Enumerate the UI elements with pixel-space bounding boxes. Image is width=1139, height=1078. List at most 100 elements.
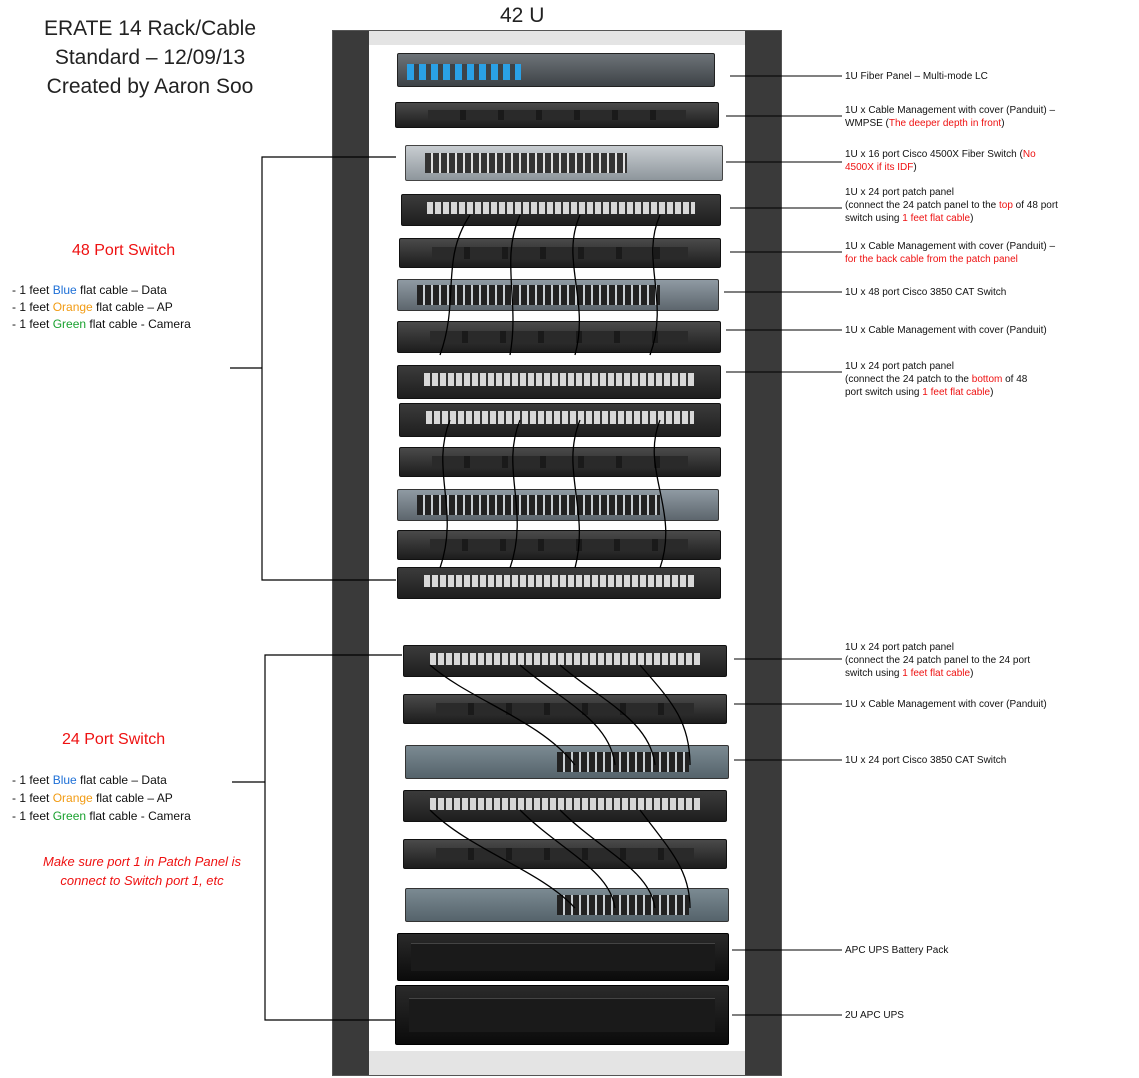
legend-suffix: flat cable – Data (76, 283, 167, 297)
note-highlight: 1 feet flat cable (922, 387, 991, 398)
cable-curve (572, 214, 581, 356)
note-patch-panel-24: 1U x 24 port patch panel (connect the 24… (845, 641, 1030, 680)
cisco-3850-24-port-switch-1 (405, 745, 729, 779)
cable-curve (439, 214, 471, 356)
legend-prefix: - 1 feet (12, 283, 53, 297)
note-text: (connect the 24 patch panel to the (845, 200, 999, 211)
note-line: 1U x 24 port patch panel (845, 642, 954, 653)
note-line: 1U x 24 port patch panel (845, 187, 954, 198)
cable-curve (559, 664, 656, 766)
patch-panel-top-1 (401, 194, 721, 226)
cable-curve (649, 214, 661, 356)
note-line: 1U x Cable Management with cover (Pandui… (845, 105, 1056, 116)
note-highlight: 4500X if its IDF (845, 162, 914, 173)
note-text: switch using (845, 668, 903, 679)
fiber-panel (397, 53, 715, 87)
note-highlight: top (999, 200, 1013, 211)
patch-panel-bottom-1 (397, 365, 721, 399)
switch-48-legend-camera: - 1 feet Green flat cable - Camera (12, 316, 191, 332)
rack-size-label: 42 U (500, 4, 545, 27)
title-line-1: ERATE 14 Rack/Cable (43, 17, 257, 40)
note-ups-2u: 2U APC UPS (845, 1010, 904, 1021)
cable-management-6 (403, 694, 727, 724)
note-highlight: for the back cable from the patch panel (845, 254, 1018, 265)
note-line: switch using 1 feet flat cable) (845, 212, 1058, 225)
note-line: switch using 1 feet flat cable) (845, 667, 1030, 680)
note-line: port switch using 1 feet flat cable) (845, 386, 1027, 399)
note-24-port-switch: 1U x 24 port Cisco 3850 CAT Switch (845, 755, 1007, 766)
switch-48-title: 48 Port Switch (72, 242, 176, 259)
cable-curve (439, 419, 451, 569)
cable-curve (653, 419, 667, 569)
legend-color-word: Green (52, 809, 87, 823)
patch-panel-top-2 (399, 403, 721, 437)
note-ups-battery: APC UPS Battery Pack (845, 945, 949, 956)
note-text: ) (990, 387, 994, 398)
rack-interior (369, 45, 745, 1051)
patch-panel-bottom-2 (397, 567, 721, 599)
title-line-3: Created by Aaron Soo (46, 75, 254, 98)
note-cable-management-back: 1U x Cable Management with cover (Pandui… (845, 240, 1055, 266)
note-text: 1U x 16 port Cisco 4500X Fiber Switch ( (845, 149, 1023, 160)
switch-24-title: 24 Port Switch (62, 731, 166, 748)
bracket-24-port (264, 654, 402, 1021)
cable-management-3 (397, 321, 721, 353)
note-line: (connect the 24 patch to the bottom of 4… (845, 373, 1027, 386)
switch-48-legend-data: - 1 feet Blue flat cable – Data (12, 282, 167, 298)
cable-management-7 (403, 839, 727, 869)
legend-color-word: Green (52, 317, 87, 331)
note-text: of 48 (1002, 374, 1028, 385)
note-text: (connect the 24 patch to the (845, 374, 972, 385)
legend-color-word: Orange (52, 791, 93, 805)
note-cable-management-24: 1U x Cable Management with cover (Pandui… (845, 699, 1047, 710)
rack-frame (332, 30, 782, 1076)
cable-management-5 (397, 530, 721, 560)
note-highlight: bottom (971, 374, 1003, 385)
switch-24-legend-data: - 1 feet Blue flat cable – Data (12, 772, 167, 788)
cable-curve (509, 214, 521, 356)
rack-rail-left (333, 31, 369, 1075)
note-cable-management-3: 1U x Cable Management with cover (Pandui… (845, 325, 1047, 336)
note-fiber-panel: 1U Fiber Panel – Multi-mode LC (845, 71, 988, 82)
cisco-4500x-fiber-switch (405, 145, 723, 181)
note-text: port switch using (845, 387, 923, 398)
cable-curve (639, 809, 691, 909)
note-line: (connect the 24 patch panel to the 24 po… (845, 655, 1031, 666)
cable-management-4 (399, 447, 721, 477)
apc-ups-2u (395, 985, 729, 1045)
legend-prefix: - 1 feet (12, 317, 53, 331)
note-text: WMPSE ( (845, 118, 889, 129)
apc-ups-battery-pack (397, 933, 729, 981)
cisco-3850-48-port-switch-2 (397, 489, 719, 521)
note-highlight: 1 feet flat cable (902, 668, 971, 679)
diagram-title: ERATE 14 Rack/Cable Standard – 12/09/13 … (20, 14, 280, 101)
legend-suffix: flat cable - Camera (86, 809, 191, 823)
note-48-port-switch: 1U x 48 port Cisco 3850 CAT Switch (845, 287, 1007, 298)
rack-rail-right (745, 31, 781, 1075)
legend-suffix: flat cable - Camera (86, 317, 191, 331)
cisco-3850-24-port-switch-2 (405, 888, 729, 922)
warning-line-2: connect to Switch port 1, etc (60, 873, 224, 888)
cable-curve (639, 664, 691, 766)
patch-panel-24-2 (403, 790, 727, 822)
legend-color-word: Blue (52, 283, 77, 297)
cable-curve (519, 809, 616, 909)
legend-suffix: flat cable – AP (92, 300, 173, 314)
note-text: of 48 port (1012, 200, 1058, 211)
switch-48-legend-ap: - 1 feet Orange flat cable – AP (12, 299, 173, 315)
cable-curve (559, 809, 656, 909)
note-line: 1U x 16 port Cisco 4500X Fiber Switch (N… (845, 148, 1036, 161)
note-line: (connect the 24 patch panel to the top o… (845, 199, 1058, 212)
note-line: 4500X if its IDF) (845, 161, 1036, 174)
warning-line-1: Make sure port 1 in Patch Panel is (43, 854, 241, 869)
legend-prefix: - 1 feet (12, 809, 53, 823)
bracket-48-port (261, 156, 396, 581)
legend-prefix: - 1 feet (12, 300, 53, 314)
cable-curve (519, 664, 616, 766)
note-highlight: No (1022, 149, 1036, 160)
switch-24-legend-ap: - 1 feet Orange flat cable – AP (12, 790, 173, 806)
legend-suffix: flat cable – Data (76, 773, 167, 787)
note-text: ) (970, 668, 974, 679)
note-cable-management-wmpse: 1U x Cable Management with cover (Pandui… (845, 104, 1055, 130)
